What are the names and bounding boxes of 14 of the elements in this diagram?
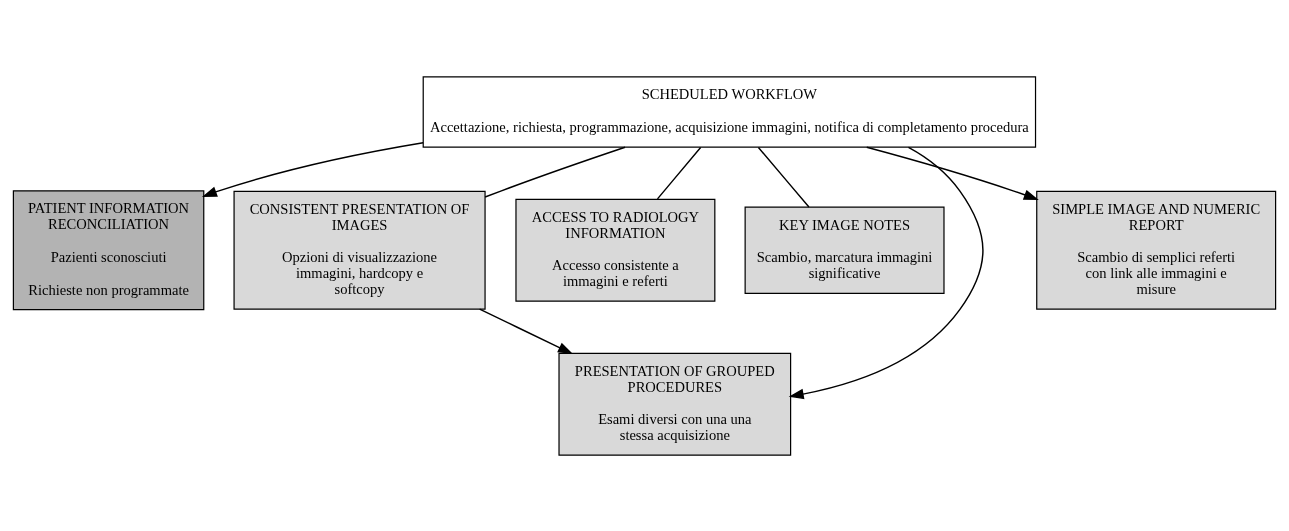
arrow bbox=[478, 307, 573, 354]
node-box: SCHEDULED WORKFLOW Accettazione, richiesta, programmazione, acquisizione immagini, notifica di completamento procedura bbox=[422, 75, 1037, 148]
connector bbox=[757, 146, 810, 208]
arrow bbox=[788, 146, 984, 399]
connector bbox=[484, 146, 626, 198]
arrow bbox=[201, 141, 424, 197]
connector bbox=[656, 146, 702, 200]
arrow bbox=[866, 146, 1039, 200]
node-box: PRESENTATION OF GROUPED PROCEDURES Esami diversi con una una stessa acquisizione bbox=[558, 352, 792, 456]
node-box: KEY IMAGE NOTES Scambio, marcatura immagini significative bbox=[744, 206, 945, 294]
node-box: PATIENT INFORMATION RECONCILIATION Pazienti sconosciuti Richieste non programmate bbox=[12, 189, 205, 310]
node-box: ACCESS TO RADIOLOGY INFORMATION Accesso consistente a immagini e referti bbox=[515, 198, 716, 302]
node-box: CONSISTENT PRESENTATION OF IMAGES Opzioni di visualizzazione immagini, hardcopy e softcopy bbox=[233, 190, 486, 310]
node-box: SIMPLE IMAGE AND NUMERIC REPORT Scambio di semplici referti con link alle immagini e misure bbox=[1036, 190, 1277, 310]
